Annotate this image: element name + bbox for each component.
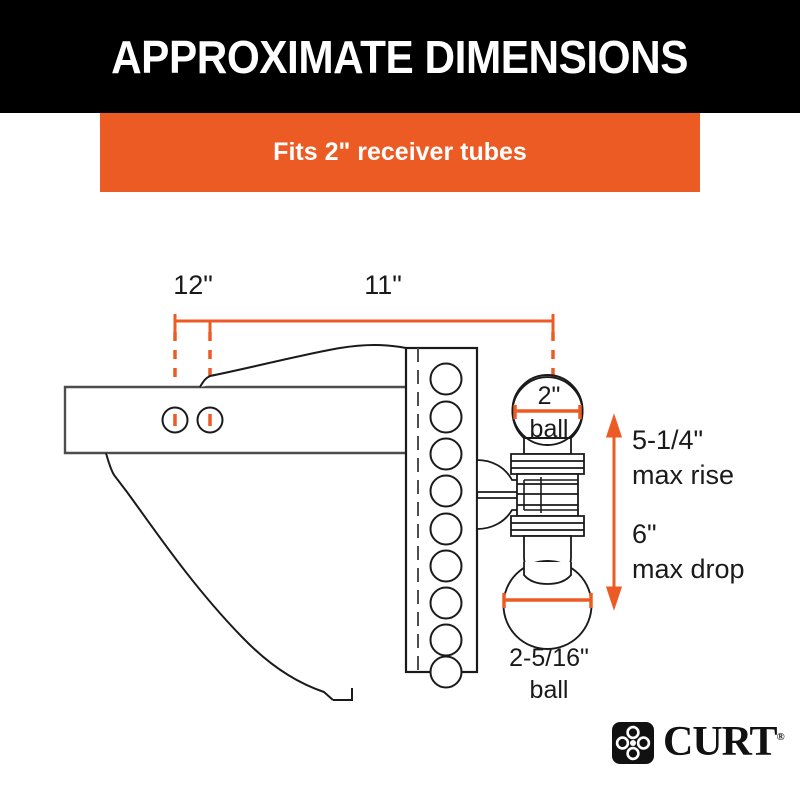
top-dimension-lines — [173, 314, 555, 332]
hitch-drawing-svg — [63, 314, 623, 701]
header-bar: APPROXIMATE DIMENSIONS — [0, 0, 800, 113]
top-ball-word-label: ball — [529, 415, 569, 443]
vertical-mounting-plate — [404, 346, 479, 674]
hole-center-marks — [173, 414, 212, 426]
ball-mount-arms — [476, 459, 525, 530]
subtitle-band: Fits 2" receiver tubes — [100, 113, 700, 192]
curt-quatrefoil-icon — [612, 722, 654, 764]
brand-logo: CURT® — [612, 721, 785, 764]
max-drop-value-label: 6" — [632, 519, 657, 549]
hub-shank-detail — [523, 477, 578, 513]
top-gusset — [199, 344, 407, 388]
max-rise-value-label: 5-1/4" — [632, 425, 704, 455]
logo-trademark-symbol: ® — [776, 731, 785, 743]
product-diagram: 12" 11" 2" ball 2-5/16" ball 5-1/4" max … — [0, 192, 800, 800]
dimension-label-overall-length: 11" — [364, 270, 402, 300]
dimension-label-shank-length: 12" — [173, 270, 213, 300]
logo-wordmark-text: CURT — [663, 719, 778, 765]
dual-ball-hub — [510, 427, 585, 576]
bottom-ball-size-label: 2-5/16" — [509, 644, 589, 672]
bottom-ball-dimension-line — [502, 593, 593, 608]
logo-wordmark: CURT® — [663, 721, 785, 763]
bottom-ball-2516in — [502, 560, 593, 650]
lower-gusset-outline — [105, 452, 334, 701]
bottom-ball-word-label: ball — [529, 676, 569, 704]
top-ball-size-label: 2" — [537, 382, 561, 410]
max-rise-word-label: max rise — [632, 460, 735, 490]
lower-gusset-foot — [333, 688, 353, 701]
top-ball-dimension-line — [513, 405, 582, 419]
receiver-shank — [63, 385, 412, 455]
subtitle-text: Fits 2" receiver tubes — [273, 138, 527, 166]
max-drop-word-label: max drop — [632, 554, 745, 584]
plate-adjustment-holes — [429, 362, 463, 689]
page-title: APPROXIMATE DIMENSIONS — [111, 30, 689, 83]
top-ball-2in — [511, 374, 584, 446]
rise-drop-arrow — [605, 413, 623, 611]
lower-gusset — [106, 453, 350, 698]
